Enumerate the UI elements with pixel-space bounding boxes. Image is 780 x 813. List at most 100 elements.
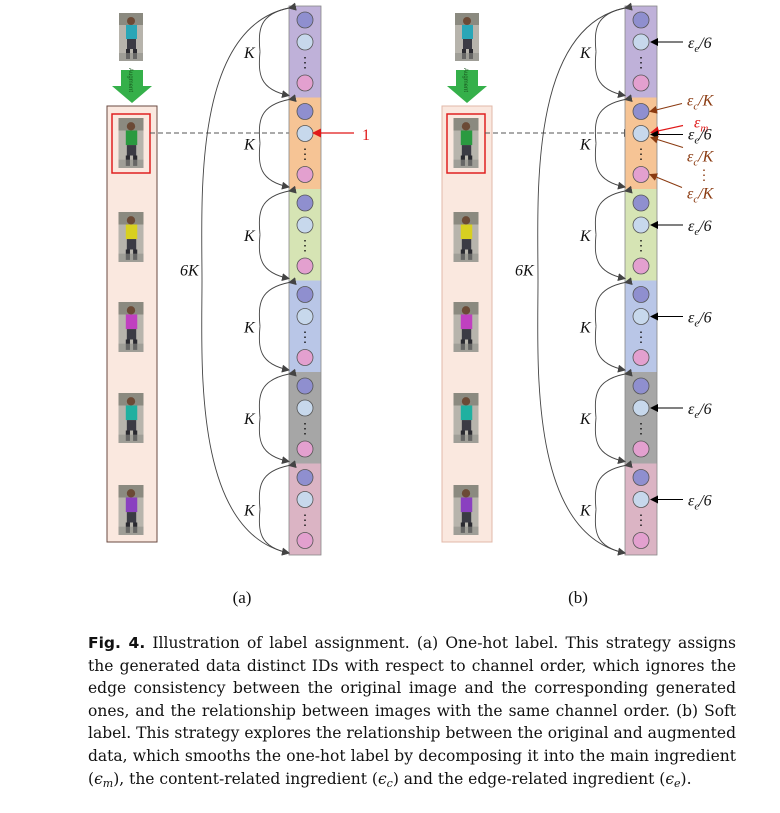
node-top (296, 377, 314, 395)
node-mid (632, 399, 650, 417)
ellipsis-dots: ⋮ (298, 331, 312, 346)
ellipsis-dots: ⋮ (298, 56, 312, 71)
k-arc-bottom (594, 234, 626, 282)
ellipsis-dots: ⋮ (634, 56, 648, 71)
caption-sub-e: e (674, 776, 681, 790)
caption-label: Fig. 4. (88, 634, 146, 652)
ellipsis-dots: ⋮ (298, 239, 312, 254)
augmented-image-5 (118, 485, 144, 535)
eps-c-label-bottom: εc/K (687, 186, 715, 206)
ellipsis-dots: ⋮ (634, 148, 648, 163)
node-mid (632, 491, 650, 508)
augmented-image-2 (118, 212, 144, 262)
label-column-b: ⋮⋮⋮⋮⋮⋮ (624, 5, 658, 556)
node-mid (296, 216, 314, 234)
ellipsis-dots: ⋮ (298, 514, 312, 529)
node-bottom (296, 349, 314, 366)
node-top (632, 194, 650, 212)
k-label: K (579, 228, 592, 245)
caption-sym-m: ϵ (94, 769, 103, 788)
caption-sym-c: ϵ (377, 769, 387, 788)
node-mid (632, 125, 650, 142)
k-arc-bottom (594, 509, 626, 556)
node-bottom (296, 532, 314, 549)
node-mid (632, 33, 650, 51)
panel-label-a: (a) (233, 588, 252, 607)
eps-e-label: εe/6 (688, 401, 712, 421)
eps-e-label: εe/6 (688, 310, 712, 330)
k-label: K (579, 45, 592, 62)
figure-caption: Fig. 4. Illustration of label assignment… (88, 632, 736, 795)
augmented-image-3 (118, 302, 144, 352)
selected-image-box-b (446, 113, 486, 174)
k-arc-bottom (258, 51, 290, 99)
node-mid (632, 308, 650, 325)
k-label: K (243, 411, 256, 428)
caption-text-mid1: ), the content-related ingredient ( (113, 769, 378, 788)
node-top (296, 469, 314, 486)
k-label: K (579, 411, 592, 428)
node-top (632, 377, 650, 395)
span-arc-top (201, 2, 297, 281)
span-label: 6K (515, 263, 535, 280)
ellipsis-dots: ⋮ (634, 239, 648, 254)
k-arc-bottom (594, 326, 626, 373)
node-top (632, 103, 650, 120)
k-arc-bottom (594, 417, 626, 465)
eps-m-label: εm (694, 115, 708, 135)
node-top (632, 469, 650, 486)
augmented-image-b-5 (453, 485, 479, 535)
node-bottom (632, 349, 650, 366)
k-arc-bottom (258, 234, 290, 282)
content-arrow-bottom (649, 173, 683, 188)
node-mid (296, 308, 314, 325)
caption-text-end: ). (680, 769, 692, 788)
ellipsis-dots: ⋮ (634, 514, 648, 529)
augment-arrow-b: Augment (447, 68, 487, 103)
selected-image-box (111, 113, 151, 174)
label-column-a: ⋮⋮⋮⋮⋮⋮ (288, 5, 322, 556)
node-bottom (632, 532, 650, 549)
eps-c-label-mid: εc/K (687, 149, 715, 169)
k-arc-top (594, 368, 633, 418)
augmented-image-4 (118, 393, 144, 443)
node-bottom (296, 257, 314, 275)
ellipsis-dots: ⋮ (298, 422, 312, 437)
augmented-image-1 (118, 118, 144, 168)
k-arc-top (594, 2, 633, 52)
content-arrow-top (649, 103, 683, 114)
node-mid (296, 125, 314, 142)
k-arc-bottom (258, 417, 290, 465)
ellipsis-dots-annot: ⋮ (697, 169, 711, 184)
caption-sym-e: ϵ (665, 769, 675, 788)
span-arc-top (537, 2, 633, 281)
augmented-image-b-1 (453, 118, 479, 168)
eps-e-label: εe/6 (688, 35, 712, 55)
node-mid (296, 491, 314, 508)
caption-sub-m: m (102, 776, 114, 790)
caption-text-mid2: ) and the edge-related ingredient ( (392, 769, 666, 788)
node-top (296, 286, 314, 303)
eps-e-label: εe/6 (688, 218, 712, 238)
k-label: K (579, 136, 592, 153)
caption-text: Illustration of label assignment. (a) On… (88, 634, 736, 788)
k-label: K (243, 45, 256, 62)
node-bottom (632, 74, 650, 92)
k-arcs-b: K K K K K K 6K (515, 2, 633, 556)
onehot-value: 1 (362, 127, 370, 144)
node-bottom (632, 166, 650, 183)
k-arc-bottom (594, 143, 626, 190)
k-label: K (243, 502, 256, 519)
augmented-image-b-2 (453, 212, 479, 262)
figure-canvas: Augment ⋮ ⋮ ⋮ ⋮ ⋮ ⋮ K K K K K K 6K 1 (a) Augment (106, 2, 715, 607)
eps-c-label-top: εc/K (687, 93, 715, 113)
k-label: K (579, 502, 592, 519)
node-bottom (296, 74, 314, 92)
augment-label: Augment (127, 68, 133, 92)
k-label: K (579, 319, 592, 336)
source-person-image-b (455, 13, 479, 61)
caption-sub-c: c (386, 776, 393, 790)
